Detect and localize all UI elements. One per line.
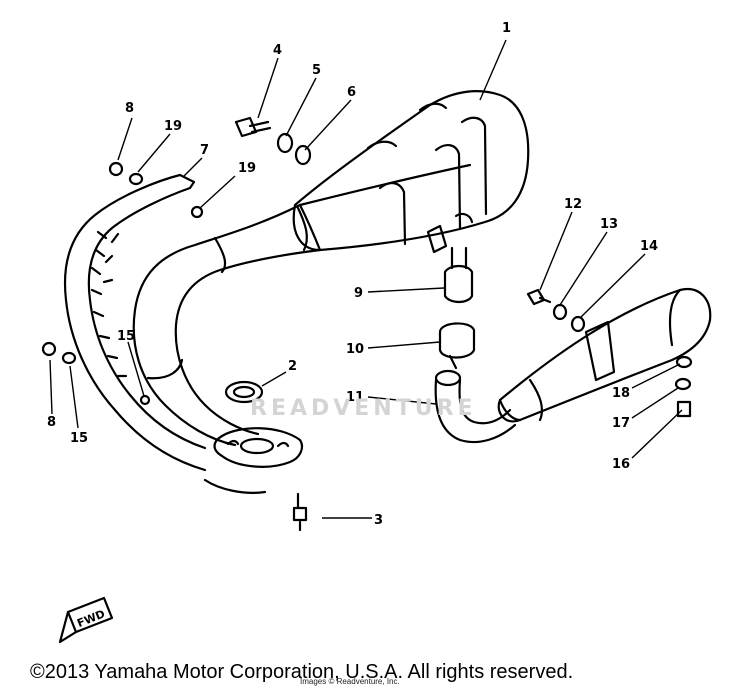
washer-13	[552, 303, 568, 321]
callout-14: 14	[640, 239, 658, 254]
callout-18: 18	[612, 386, 630, 401]
callout-4: 4	[273, 43, 282, 58]
callout-15-left: 15	[70, 431, 88, 446]
callout-19-mid: 19	[238, 161, 256, 176]
muffler-body	[292, 90, 530, 254]
bolt-3	[292, 492, 308, 532]
callout-labels: 1 2 3 4 5 6 7 8 8 9 10 11 12 13 14 15 15…	[47, 21, 658, 630]
callout-16: 16	[612, 457, 630, 472]
clamp-10	[438, 322, 476, 370]
washer-5	[276, 132, 294, 154]
part-18	[675, 355, 693, 369]
callout-3: 3	[374, 513, 383, 528]
grommet-9	[443, 246, 474, 304]
washer-15-left	[61, 351, 77, 365]
heat-shield	[63, 173, 207, 472]
bolt-4	[234, 116, 272, 138]
washer-19-mid	[190, 205, 204, 219]
callout-9: 9	[354, 286, 363, 301]
bolt-12	[526, 288, 552, 306]
washer-6	[294, 144, 312, 166]
callout-11: 11	[346, 390, 364, 405]
washer-19-top	[128, 172, 144, 186]
callout-8-top: 8	[125, 101, 134, 116]
callout-1: 1	[502, 21, 511, 36]
nut-8-top	[108, 161, 124, 177]
callout-13: 13	[600, 217, 618, 232]
callout-7: 7	[200, 143, 209, 158]
connector-pipe-11	[434, 369, 517, 444]
fwd-arrow	[58, 596, 114, 644]
nut-8-left	[41, 341, 57, 357]
head-pipe	[132, 203, 322, 494]
copyright-notice: ©2013 Yamaha Motor Corporation, U.S.A. A…	[30, 661, 574, 683]
washer-14	[570, 315, 586, 333]
callout-19-top: 19	[164, 119, 182, 134]
part-17	[674, 377, 692, 391]
rear-silencer	[497, 287, 712, 423]
flange	[213, 427, 304, 468]
watermark: READVENTURE	[250, 396, 477, 421]
callout-2: 2	[288, 359, 297, 374]
leader-lines	[49, 39, 683, 519]
part-16	[676, 400, 692, 418]
gasket	[224, 380, 264, 404]
callout-12: 12	[564, 197, 582, 212]
callout-10: 10	[346, 342, 364, 357]
callout-15-mid: 15	[117, 329, 135, 344]
callout-6: 6	[347, 85, 356, 100]
image-credit: Images © Readventure, Inc.	[300, 677, 400, 686]
callout-8-left: 8	[47, 415, 56, 430]
callout-5: 5	[312, 63, 321, 78]
callout-17: 17	[612, 416, 630, 431]
